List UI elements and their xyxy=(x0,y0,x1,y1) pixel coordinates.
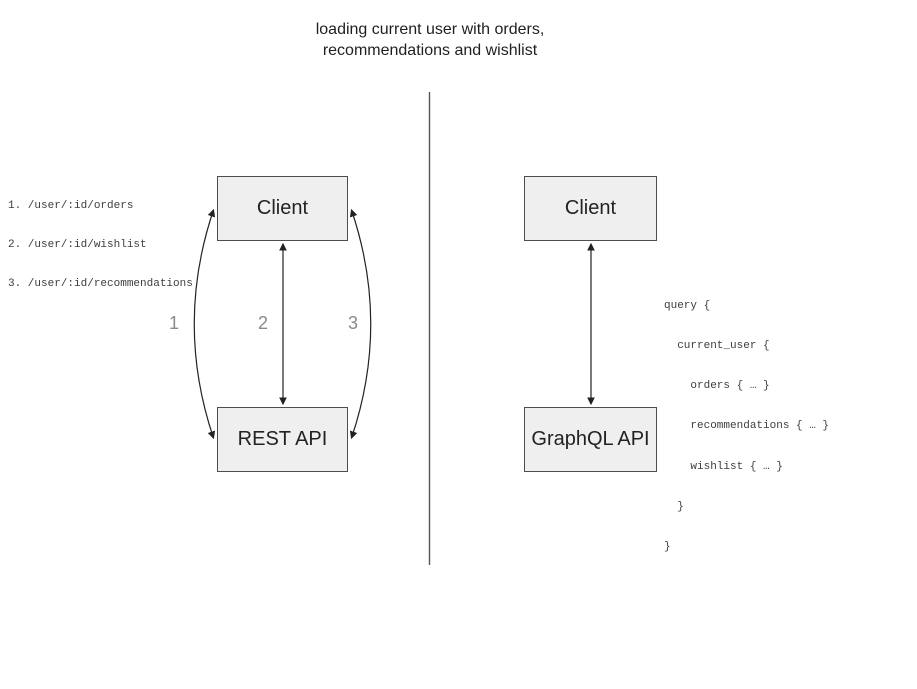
query-line-7: } xyxy=(664,541,671,554)
graphql-api-node: GraphQL API xyxy=(524,407,657,472)
query-line-1: query { xyxy=(664,299,711,312)
rest-arrow-3-curve xyxy=(349,208,372,440)
rest-arrow-3-label: 3 xyxy=(347,313,358,333)
endpoint-item-2: 2. /user/:id/wishlist xyxy=(8,239,147,251)
endpoint-item-3: 3. /user/:id/recommendations xyxy=(8,278,193,290)
rest-client-label: Client xyxy=(256,197,309,219)
query-line-4: recommendations { … } xyxy=(664,420,830,433)
title-line-2: recommendations and wishlist xyxy=(322,42,538,59)
diagram-title: loading current user with orders, recomm… xyxy=(0,19,860,61)
query-line-3: orders { … } xyxy=(664,380,770,393)
query-line-5: wishlist { … } xyxy=(664,460,783,473)
rest-api-node: REST API xyxy=(217,407,348,472)
endpoint-item-1: 1. /user/:id/orders xyxy=(8,200,134,212)
graphql-api-label: GraphQL API xyxy=(531,428,650,450)
graphql-query-snippet: query { current_user { orders { … } reco… xyxy=(664,273,829,581)
query-line-6: } xyxy=(664,500,684,513)
rest-arrow-2-label: 2 xyxy=(257,313,268,333)
rest-arrow-1-curve xyxy=(193,208,216,440)
rest-arrow-1-label: 1 xyxy=(168,313,179,333)
title-line-1: loading current user with orders, xyxy=(315,21,545,38)
graphql-client-node: Client xyxy=(524,176,657,241)
rest-client-node: Client xyxy=(217,176,348,241)
query-line-2: current_user { xyxy=(664,340,770,353)
rest-endpoint-list: 1. /user/:id/orders 2. /user/:id/wishlis… xyxy=(8,174,193,317)
rest-api-label: REST API xyxy=(237,428,328,450)
graphql-client-label: Client xyxy=(564,197,617,219)
